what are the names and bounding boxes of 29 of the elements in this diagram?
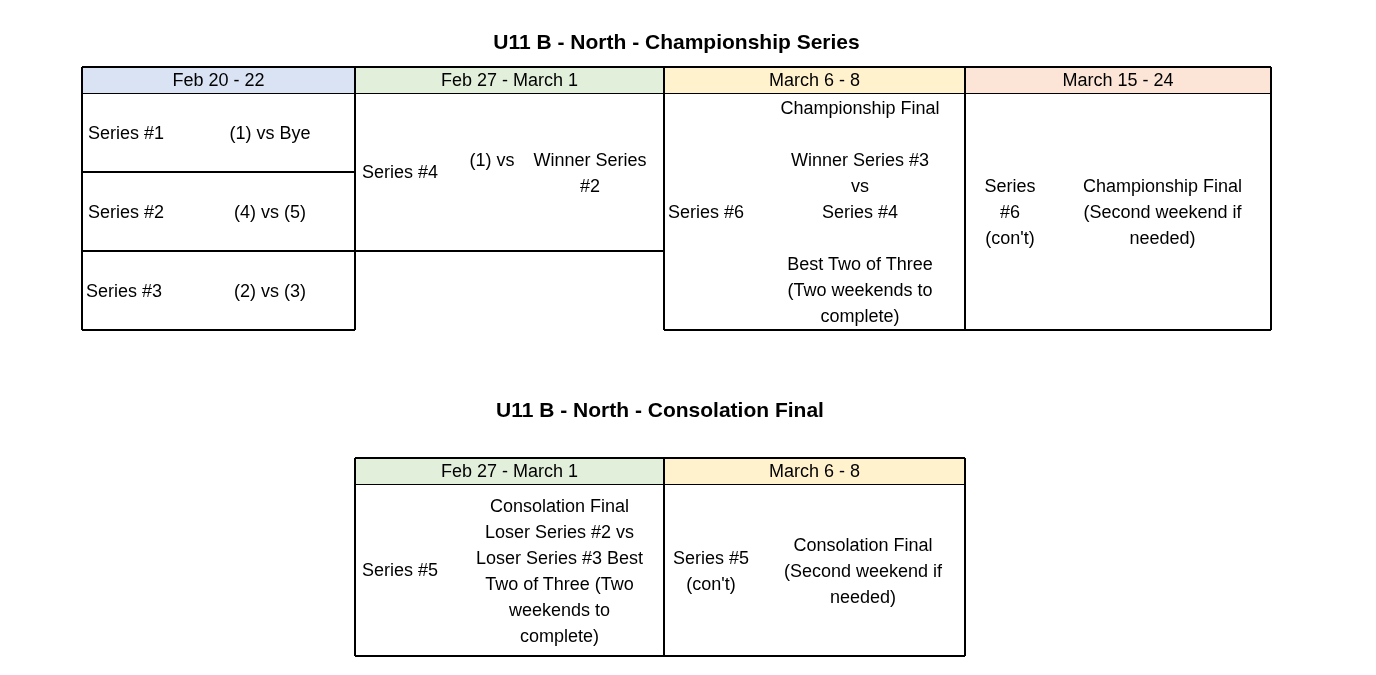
cell-text: Championship Final [780, 97, 940, 120]
cell-text: Series #4 [821, 201, 898, 224]
table-title: U11 B - North - Championship Series [493, 29, 860, 55]
cell-text: Series #2 [88, 200, 165, 224]
cell-text: Consolation Final Loser Series #2 vs Loser Series #3 Best Two of Three (Two weekends to complete) [474, 495, 645, 648]
cell-text: (1) vs Bye [229, 121, 311, 145]
cell-text: Series #6 [668, 200, 745, 224]
column-header: March 15 - 24 [966, 68, 1270, 93]
cell-text: Best Two of Three (Two weekends to complete) [786, 253, 934, 328]
column-header: Feb 27 - March 1 [356, 68, 663, 93]
cell-text: (4) vs (5) [234, 200, 306, 224]
cell-text: Consolation Final (Second weekend if needed) [782, 534, 944, 609]
cell-text: vs [851, 175, 869, 198]
column-header: March 6 - 8 [665, 459, 964, 484]
cell-text: Series #3 [86, 279, 163, 303]
cell-text: Winner Series #2 [532, 149, 648, 198]
column-header: Feb 27 - March 1 [356, 459, 663, 484]
cell-text: Series #4 [362, 161, 439, 184]
cell-text: Winner Series #3 [790, 149, 930, 172]
cell-text: Series #1 [88, 121, 165, 145]
column-header: March 6 - 8 [665, 68, 964, 93]
table-title: U11 B - North - Consolation Final [496, 397, 824, 423]
cell-text: Championship Final (Second weekend if needed) [1081, 175, 1244, 250]
cell-text: Series #5 [362, 559, 439, 582]
column-header: Feb 20 - 22 [83, 68, 354, 93]
cell-text: Series #6 (con't) [983, 175, 1037, 250]
cell-text: Series #5 (con't) [671, 547, 750, 596]
cell-text: (1) vs [469, 149, 515, 172]
cell-text: (2) vs (3) [234, 279, 306, 303]
